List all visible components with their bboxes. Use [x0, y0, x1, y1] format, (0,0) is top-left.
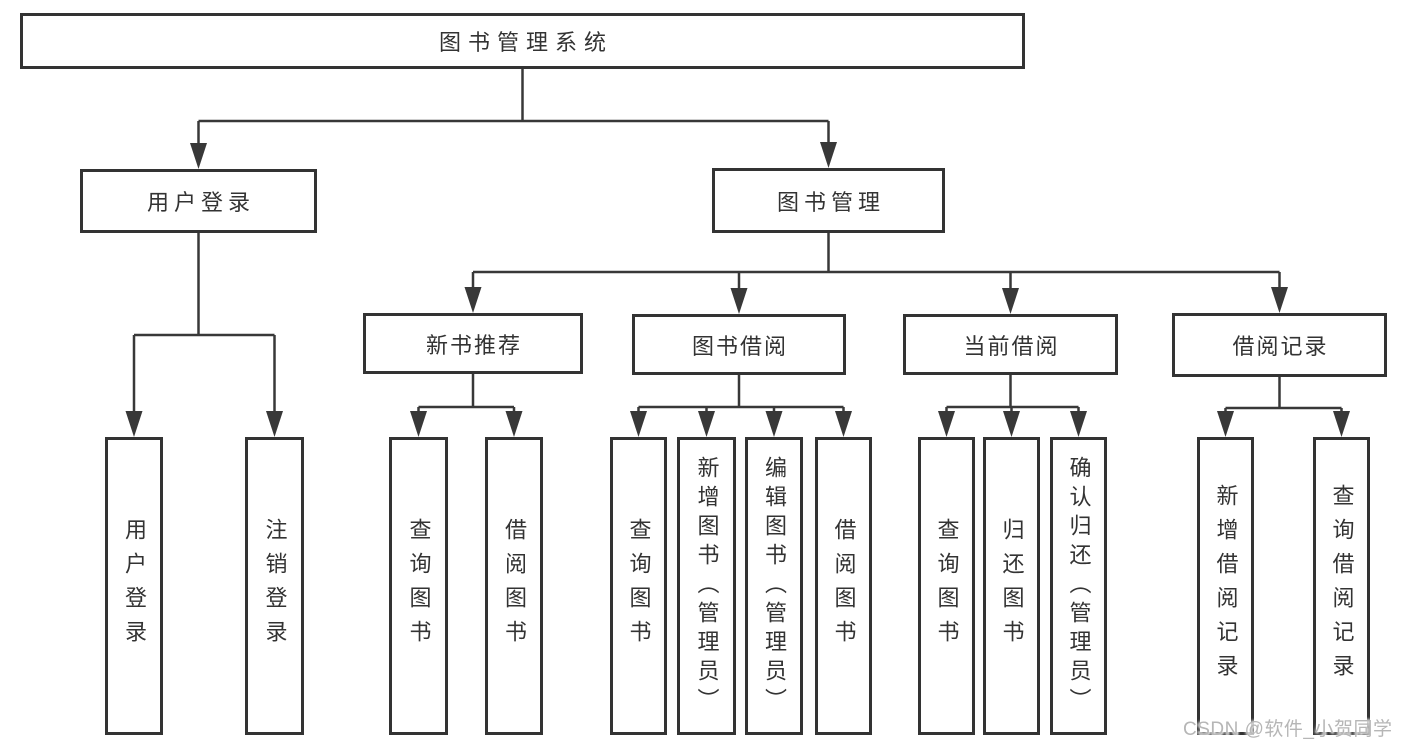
node-current-borrowing: 当前借阅: [903, 314, 1118, 375]
node-label: 注销登录: [262, 518, 288, 654]
arrow-down-icon: [266, 411, 283, 437]
connector-management-to-level2: [471, 233, 1281, 293]
node-label: 新增借阅记录: [1213, 484, 1239, 688]
node-borrowing-records: 借阅记录: [1172, 313, 1387, 377]
arrow-down-icon: [410, 411, 427, 437]
node-book-borrowing: 图书借阅: [632, 314, 846, 375]
connector-bookborrow-to-leaves: [637, 375, 845, 416]
node-label: 新增图书（管理员）: [694, 455, 720, 717]
arrow-down-icon: [1217, 411, 1234, 437]
connector-newbook-to-leaves: [417, 374, 516, 416]
arrow-down-icon: [1003, 411, 1020, 437]
arrow-down-icon: [938, 411, 955, 437]
arrow-down-icon: [1271, 287, 1288, 313]
leaf-add-books-admin: 新增图书（管理员）: [677, 437, 736, 735]
leaf-add-borrow-record: 新增借阅记录: [1197, 437, 1254, 735]
arrow-down-icon: [1070, 411, 1087, 437]
leaf-user-login: 用户登录: [105, 437, 163, 735]
node-user-login: 用户登录: [80, 169, 317, 233]
node-label: 借阅图书: [502, 518, 527, 654]
arrow-down-icon: [835, 411, 852, 437]
node-label: 图书管理: [776, 189, 885, 215]
node-library-management-system: 图书管理系统: [20, 13, 1025, 69]
leaf-borrow-books-recommend: 借阅图书: [485, 437, 543, 735]
node-label: 编辑图书（管理员）: [762, 455, 787, 717]
connector-login-to-leaves: [132, 233, 276, 416]
connector-root-to-level1: [197, 69, 830, 148]
leaf-query-borrow-record: 查询借阅记录: [1313, 437, 1370, 735]
watermark: CSDN @软件_小贺同学: [1183, 719, 1393, 740]
leaf-query-books-borrow: 查询图书: [610, 437, 667, 735]
leaf-confirm-return-admin: 确认归还（管理员）: [1050, 437, 1107, 735]
node-label: 查询图书: [406, 518, 432, 654]
node-label: 确认归还（管理员）: [1066, 455, 1092, 717]
arrow-down-icon: [464, 287, 482, 313]
arrow-down-icon: [1333, 411, 1350, 437]
leaf-query-books-recommend: 查询图书: [389, 437, 448, 735]
arrow-down-icon: [190, 143, 207, 169]
leaf-return-books: 归还图书: [983, 437, 1040, 735]
arrow-down-icon: [698, 411, 715, 437]
node-book-management: 图书管理: [712, 168, 945, 233]
node-label: 当前借阅: [963, 333, 1060, 359]
connector-currentborrow-to-leaves: [945, 375, 1080, 416]
arrow-down-icon: [125, 411, 143, 437]
node-label: 借阅记录: [1232, 334, 1329, 359]
node-label: 查询借阅记录: [1329, 484, 1355, 688]
node-label: 用户登录: [146, 190, 255, 215]
node-label: 归还图书: [999, 518, 1025, 654]
leaf-query-books-current: 查询图书: [918, 437, 975, 735]
node-label: 借阅图书: [831, 518, 857, 654]
node-label: 图书管理系统: [438, 30, 613, 55]
arrow-down-icon: [730, 288, 748, 314]
leaf-logout: 注销登录: [245, 437, 304, 735]
node-label: 查询图书: [934, 518, 960, 654]
arrow-down-icon: [1002, 288, 1019, 314]
arrow-down-icon: [505, 411, 523, 437]
connector-records-to-leaves: [1224, 377, 1343, 416]
node-new-book-recommendation: 新书推荐: [363, 313, 583, 374]
node-label: 新书推荐: [425, 332, 522, 358]
arrow-down-icon: [820, 142, 837, 168]
node-label: 图书借阅: [691, 333, 788, 359]
node-label: 查询图书: [626, 518, 652, 654]
arrow-down-icon: [630, 411, 647, 437]
leaf-edit-books-admin: 编辑图书（管理员）: [745, 437, 803, 735]
arrowheads: [125, 142, 1350, 437]
node-label: 用户登录: [122, 518, 147, 654]
leaf-borrow-books: 借阅图书: [815, 437, 872, 735]
arrow-down-icon: [765, 411, 783, 437]
